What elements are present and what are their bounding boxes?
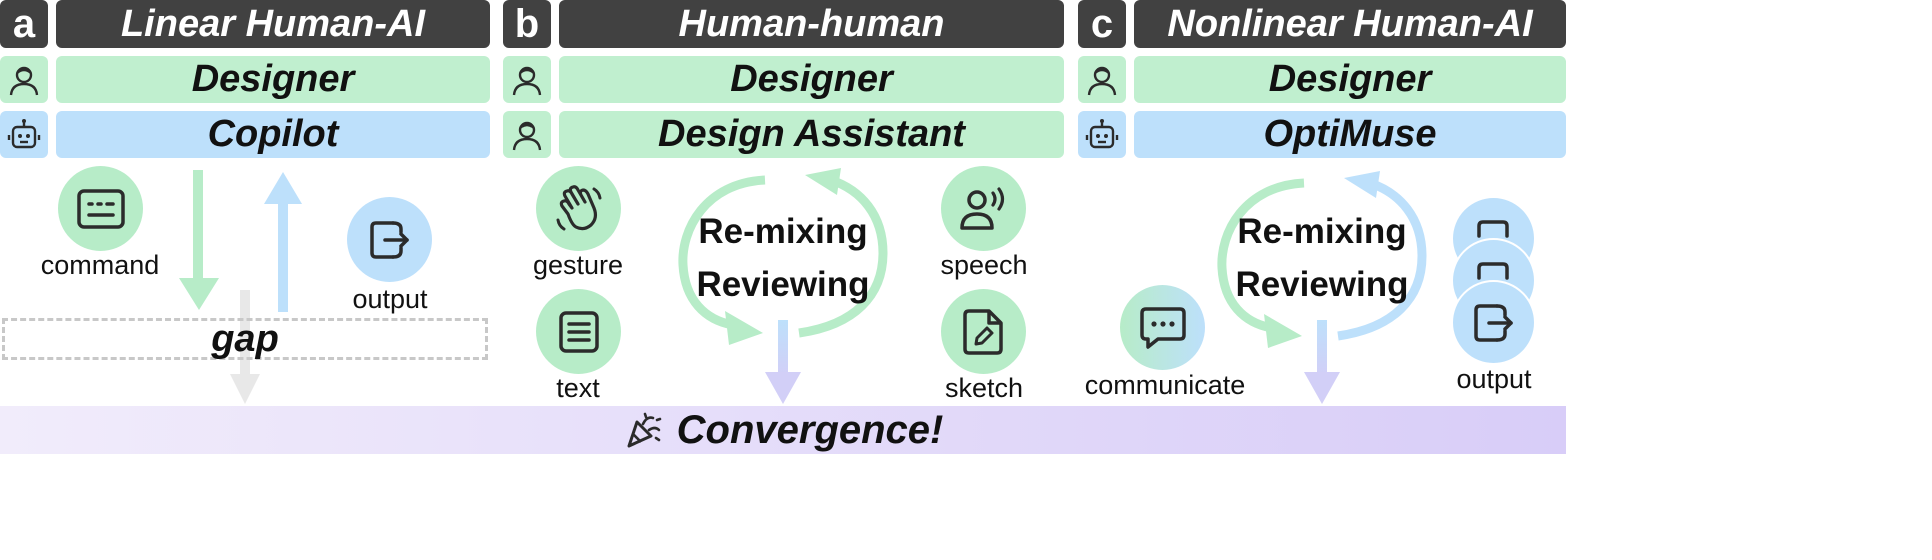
panel-a-down-arrow	[179, 170, 219, 310]
panel-c-designer-icon-box	[1078, 56, 1126, 103]
document-text-icon	[558, 310, 599, 353]
panel-b-down-arrow	[765, 320, 801, 404]
panel-a-title-text: Linear Human-AI	[120, 2, 426, 45]
robot-icon	[1085, 118, 1119, 148]
output-icon	[1473, 303, 1513, 342]
output-icon	[1476, 219, 1509, 238]
panel-b-designer-text: Designer	[730, 58, 893, 100]
panel-b-designer-role: Designer	[559, 56, 1064, 103]
panel-c-letter: c	[1078, 0, 1126, 48]
panel-a-faded-arrow	[230, 290, 260, 404]
panel-b-loop-arrows	[678, 168, 888, 345]
command-label: command	[40, 250, 160, 280]
panel-a-copilot-text: Copilot	[207, 113, 339, 155]
panel-b-assistant-text: Design Assistant	[658, 113, 965, 155]
panel-c-optimuse-role: OptiMuse	[1134, 111, 1566, 158]
panel-a-letter-text: a	[12, 1, 36, 46]
panel-c-letter-text: c	[1090, 1, 1114, 46]
text-label: text	[556, 373, 600, 403]
speech-circle	[941, 166, 1026, 251]
keyboard-icon	[76, 188, 125, 229]
person-icon	[512, 66, 542, 95]
sketch-file-icon	[962, 308, 1003, 355]
output-icon	[369, 220, 409, 259]
panel-c-title: Nonlinear Human-AI	[1134, 0, 1566, 48]
output-stack-circle-3	[1451, 280, 1536, 365]
panel-b-loop-reviewing: Reviewing	[696, 265, 870, 304]
panel-c-loop-reviewing: Reviewing	[1235, 265, 1409, 304]
text-circle	[536, 289, 621, 374]
party-popper-icon	[627, 412, 661, 448]
convergence-bar: Convergence!	[0, 406, 1566, 454]
panel-b-assistant-icon-box	[503, 111, 551, 158]
gap-box: gap	[2, 318, 488, 360]
convergence-label: Convergence!	[676, 407, 944, 452]
person-icon	[1087, 66, 1117, 95]
gesture-circle	[536, 166, 621, 251]
panel-a-title: Linear Human-AI	[56, 0, 490, 48]
panel-a-designer-text: Designer	[191, 58, 355, 100]
gesture-label: gesture	[532, 250, 624, 280]
panel-b-assistant-role: Design Assistant	[559, 111, 1064, 158]
robot-icon	[7, 118, 41, 148]
person-icon	[9, 66, 39, 95]
panel-c-title-text: Nonlinear Human-AI	[1167, 2, 1533, 45]
communicate-circle	[1120, 285, 1205, 370]
panel-a-letter: a	[0, 0, 48, 48]
panel-a-copilot-icon-box	[0, 111, 48, 158]
panel-c-optimuse-icon-box	[1078, 111, 1126, 158]
person-icon	[512, 121, 542, 150]
sketch-circle	[941, 289, 1026, 374]
panel-a-designer-icon-box	[0, 56, 48, 103]
output-label: output	[352, 284, 428, 314]
panel-a-designer-role: Designer	[56, 56, 490, 103]
panel-c-optimuse-text: OptiMuse	[1263, 113, 1437, 155]
panel-b-letter-text: b	[514, 1, 540, 46]
sketch-label: sketch	[944, 373, 1024, 403]
panel-c-loop-arrows	[1217, 171, 1427, 348]
gap-label: gap	[211, 317, 279, 360]
panel-a-up-arrow	[264, 172, 302, 312]
speech-label: speech	[940, 250, 1028, 280]
speech-icon	[959, 186, 1004, 230]
panel-c-designer-text: Designer	[1268, 58, 1432, 100]
chat-bubble-icon	[1139, 306, 1186, 349]
panel-b-loop-remixing: Re-mixing	[698, 212, 868, 251]
output-circle	[347, 197, 432, 282]
panel-c-down-arrow	[1304, 320, 1340, 404]
panel-c-loop-remixing: Re-mixing	[1237, 212, 1407, 251]
output-icon	[1476, 261, 1509, 280]
waving-hand-icon	[556, 184, 601, 230]
panel-c-designer-role: Designer	[1134, 56, 1566, 103]
panel-a-copilot-role: Copilot	[56, 111, 490, 158]
communicate-label: communicate	[1084, 370, 1246, 400]
panel-c-output-label: output	[1456, 364, 1532, 394]
panel-b-letter: b	[503, 0, 551, 48]
panel-b-title-text: Human-human	[678, 2, 945, 45]
command-circle	[58, 166, 143, 251]
panel-b-title: Human-human	[559, 0, 1064, 48]
panel-b-designer-icon-box	[503, 56, 551, 103]
